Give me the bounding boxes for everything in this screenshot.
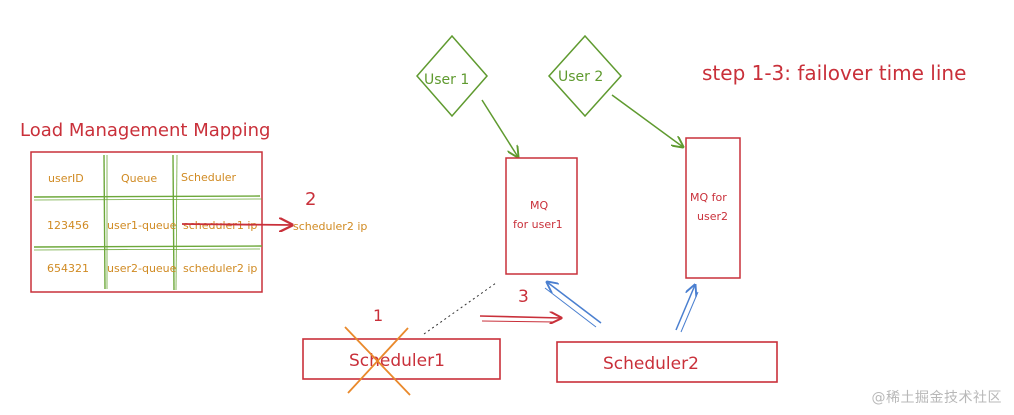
scheduler-2-label: Scheduler2 [603,354,699,374]
user-2-node: User 2 [547,34,623,118]
table-header-scheduler: Scheduler [181,171,237,184]
mapping-heading: Load Management Mapping [20,120,270,141]
mq-user2-box [685,137,741,279]
table-cell-scheduler-old: scheduler1 ip [183,219,257,232]
user-1-node: User 1 [416,34,488,118]
table-header-userid: userID [48,172,84,185]
table-column-divider [172,154,175,291]
step-3-label: 3 [518,287,529,307]
table-cell-userid: 654321 [47,262,89,275]
user2-to-mq2-arrow [611,94,683,147]
table-cell-queue: user2-queue [107,262,177,275]
watermark: @稀土掘金技术社区 [871,390,1002,406]
scheduler2-to-mq1-arrow-shadow [544,287,597,328]
table-column-divider [175,154,178,291]
step-1-label: 1 [373,306,383,325]
table-cell-userid: 123456 [47,219,89,232]
user-1-diamond [416,34,488,118]
table-cell-queue: user1-queue [107,219,177,232]
mapping-table: userID Queue Scheduler 123456 user1-queu… [30,151,263,293]
scheduler-2-box [556,341,778,383]
user-1-label: User 1 [424,72,469,88]
diagram-title: step 1-3: failover time line [702,61,966,85]
mq-user2-line2: user2 [697,210,728,223]
scheduler1-broken-link [423,282,497,335]
mq-user2: MQ for user2 [685,137,741,279]
failure-cross-icon [347,327,409,394]
scheduler2-to-mq1-arrow [547,282,602,324]
table-row-divider [33,248,261,251]
updated-scheduler-value: scheduler2 ip [293,220,367,233]
scheduler2-to-mq2-arrow-shadow [680,291,699,333]
remap-arrow [181,224,292,225]
mq-user2-line1: MQ for [690,191,727,204]
mq-user1-box [505,157,578,275]
failover-arrow-shadow [481,320,556,323]
table-header-queue: Queue [121,172,157,185]
mq-user1-line1: MQ [530,199,548,212]
table-row-divider [33,198,263,201]
user1-to-mq1-arrow [481,99,518,157]
scheduler-2: Scheduler2 [556,341,778,383]
table-row-divider [33,195,261,198]
scheduler-1-label: Scheduler1 [349,351,445,371]
scheduler-1: Scheduler1 [302,326,501,396]
mq-user1: MQ for user1 [505,157,578,275]
step-2-label: 2 [305,189,316,210]
failover-arrow [479,316,561,318]
user-2-diamond [547,34,623,118]
scheduler-1-box [302,338,501,380]
table-row-divider [33,245,263,248]
table-column-divider [103,154,106,290]
table-cell-scheduler: scheduler2 ip [183,262,257,275]
user-2-label: User 2 [558,69,603,85]
mq-user1-line2: for user1 [513,218,563,231]
mapping-table-border [30,151,263,293]
scheduler2-to-mq2-arrow [675,285,695,331]
